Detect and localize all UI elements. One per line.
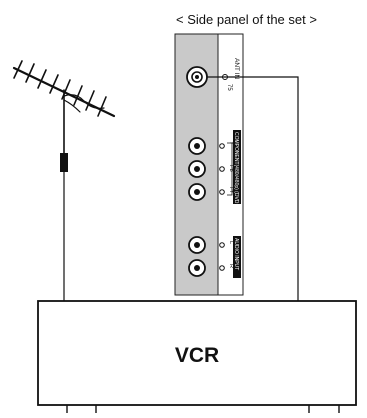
component-jack-pr [188, 183, 206, 201]
audio-indicator-left [219, 242, 225, 248]
ant-in-label: ANT IN [233, 58, 240, 79]
component-label: COMPONENT(480i/480p) (DVD INPUT) [233, 132, 239, 222]
audio-indicator-right [219, 265, 225, 271]
component-jack-pb [188, 160, 206, 178]
audio-jack-label-l: L [228, 241, 234, 244]
antenna-icon [12, 60, 116, 154]
ant-in-jack [186, 66, 208, 88]
antenna-balun [60, 153, 68, 172]
component-indicator-y [219, 143, 225, 149]
component-jack-y [188, 137, 206, 155]
audio-jack-left [188, 236, 206, 254]
component-indicator-pb [219, 166, 225, 172]
jack-label-pb: Pb [228, 165, 234, 172]
component-indicator-pr [219, 189, 225, 195]
audio-label: AUDIO INPUT [233, 238, 239, 270]
component-bracket [227, 142, 233, 196]
audio-label-box [233, 236, 241, 278]
side-panel-caption: < Side panel of the set > [176, 12, 317, 27]
audio-jack-label-r: R [228, 264, 234, 268]
jack-label-pr: Pr [228, 187, 234, 193]
jack-label-y: Y [228, 141, 234, 145]
ant-in-sublabel: 75 [226, 84, 232, 91]
ant-in-cable [207, 76, 299, 301]
vcr-label: VCR [175, 344, 219, 367]
side-panel: ANT IN 75 Y Pb Pr COMPONENT(480i/480p) (… [174, 33, 244, 296]
vcr-box [37, 300, 357, 406]
audio-jack-right [188, 259, 206, 277]
component-label-box [233, 130, 241, 204]
